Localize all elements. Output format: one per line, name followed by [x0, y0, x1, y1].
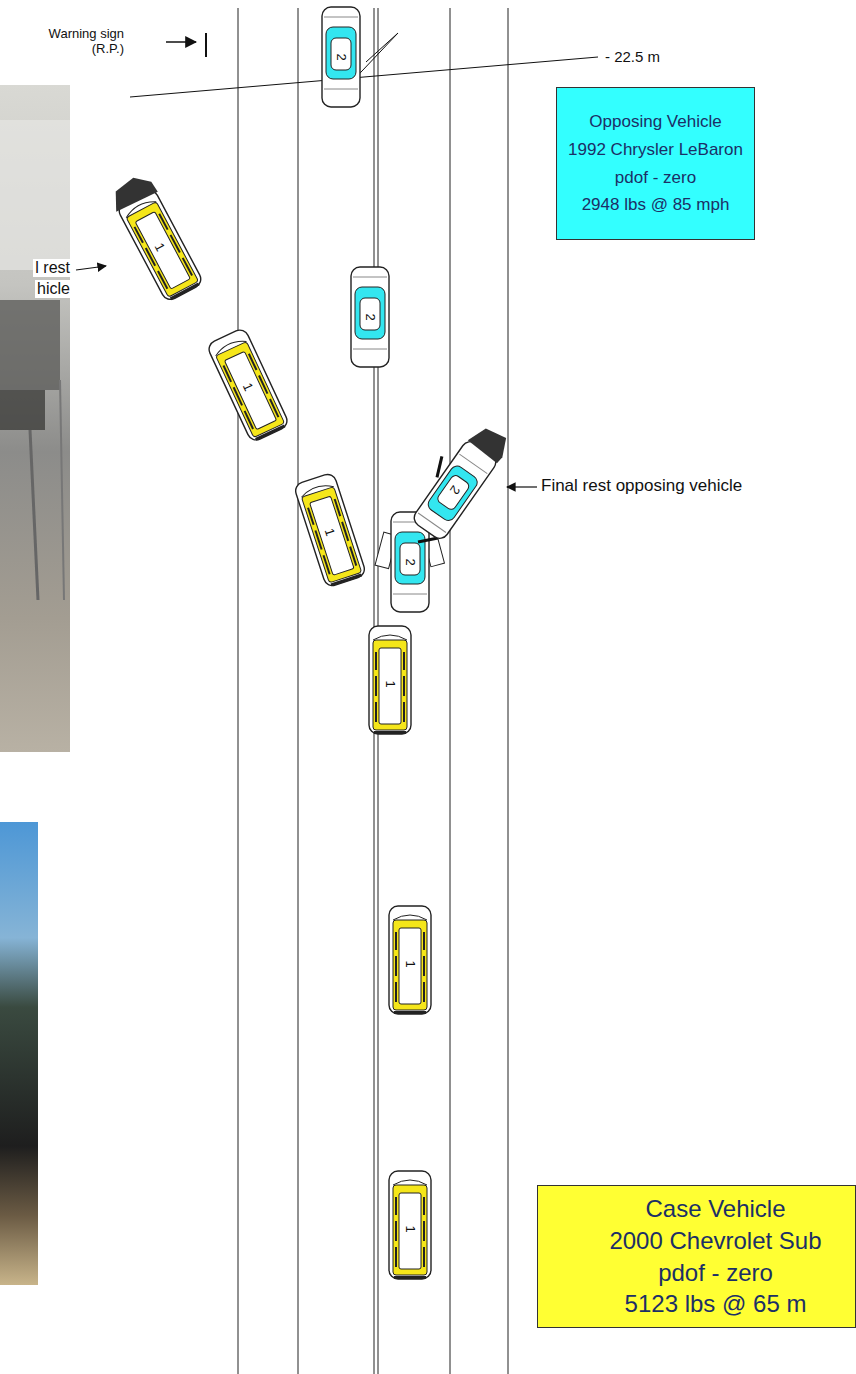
opposing-vehicle: [322, 7, 360, 107]
road-edge: [238, 8, 239, 1374]
box-line: pdof - zero: [658, 1259, 773, 1287]
callout-number: 1: [240, 379, 257, 395]
suv-symbol: [389, 906, 431, 1014]
callout-number: 2: [335, 51, 348, 62]
photo-top: [0, 85, 70, 752]
rest-label: Final rest opposing vehicle: [541, 476, 742, 496]
suv-symbol: [369, 626, 411, 734]
road-lines: [238, 8, 508, 1374]
reference-line: [130, 57, 598, 97]
case-vehicle: [389, 1171, 431, 1279]
photo-ground: [0, 85, 70, 752]
lane-line: [450, 8, 451, 1374]
callout-number: 2: [446, 482, 463, 499]
damage-mark: [418, 538, 438, 542]
suv-symbol: [293, 472, 366, 588]
leader-arrow: [507, 486, 537, 487]
info-box: Opposing Vehicle 1992 Chrysler LeBaron pdo…: [556, 87, 755, 240]
info-box: Case Vehicle 2000 Chevrolet Sub pdof - zer…: [537, 1185, 856, 1328]
box-line: pdof - zero: [615, 168, 696, 188]
callout-number: 1: [322, 525, 338, 540]
dimension-label: - 22.5 m: [605, 48, 660, 65]
lane-line: [298, 8, 299, 1374]
road-edge: [508, 8, 509, 1374]
rest-label: l rest: [33, 259, 72, 277]
suv-symbol: [206, 327, 290, 443]
photo-bottom: [0, 822, 38, 1285]
callout-number: 1: [404, 1223, 417, 1234]
photo-vehicle-part: [0, 390, 45, 430]
photo-pole: [30, 430, 38, 600]
photo-wall: [0, 120, 70, 270]
box-line: 2948 lbs @ 85 mph: [582, 195, 730, 215]
opposing-vehicle: [402, 414, 513, 543]
leader-arrow: [166, 41, 196, 43]
box-line: 1992 Chrysler LeBaron: [568, 140, 743, 160]
callout-number: 2: [404, 556, 417, 567]
warning-sign: [205, 33, 207, 57]
box-line: 5123 lbs @ 65 m: [625, 1290, 807, 1318]
case-vehicle: [106, 171, 206, 304]
opposing-vehicle: [351, 267, 389, 367]
sedan-symbol: [322, 7, 360, 107]
rest-label: hicle: [35, 280, 72, 298]
photo-vehicle-part: [0, 300, 60, 390]
case-vehicle: [369, 626, 411, 734]
suv-symbol: [389, 1171, 431, 1279]
damage-mark: [106, 171, 158, 214]
callout-number: 1: [152, 239, 169, 255]
photo-pole: [60, 380, 64, 600]
damage-mark: [467, 421, 513, 464]
sedan-symbol: [351, 267, 389, 367]
sign-label: Warning sign (R.P.): [38, 27, 124, 57]
box-heading: Case Vehicle: [645, 1195, 785, 1223]
callout-number: 1: [384, 678, 397, 689]
photo-ground: [0, 822, 38, 1285]
case-vehicle: [206, 327, 290, 443]
box-line: 2000 Chevrolet Sub: [609, 1227, 821, 1255]
case-vehicle: [389, 906, 431, 1014]
callout-number: 2: [364, 311, 377, 322]
case-vehicle: [293, 472, 366, 588]
leader-arrow: [76, 266, 106, 270]
damage-mark: [430, 456, 448, 477]
box-heading: Opposing Vehicle: [589, 112, 721, 132]
callout-number: 1: [404, 958, 417, 969]
